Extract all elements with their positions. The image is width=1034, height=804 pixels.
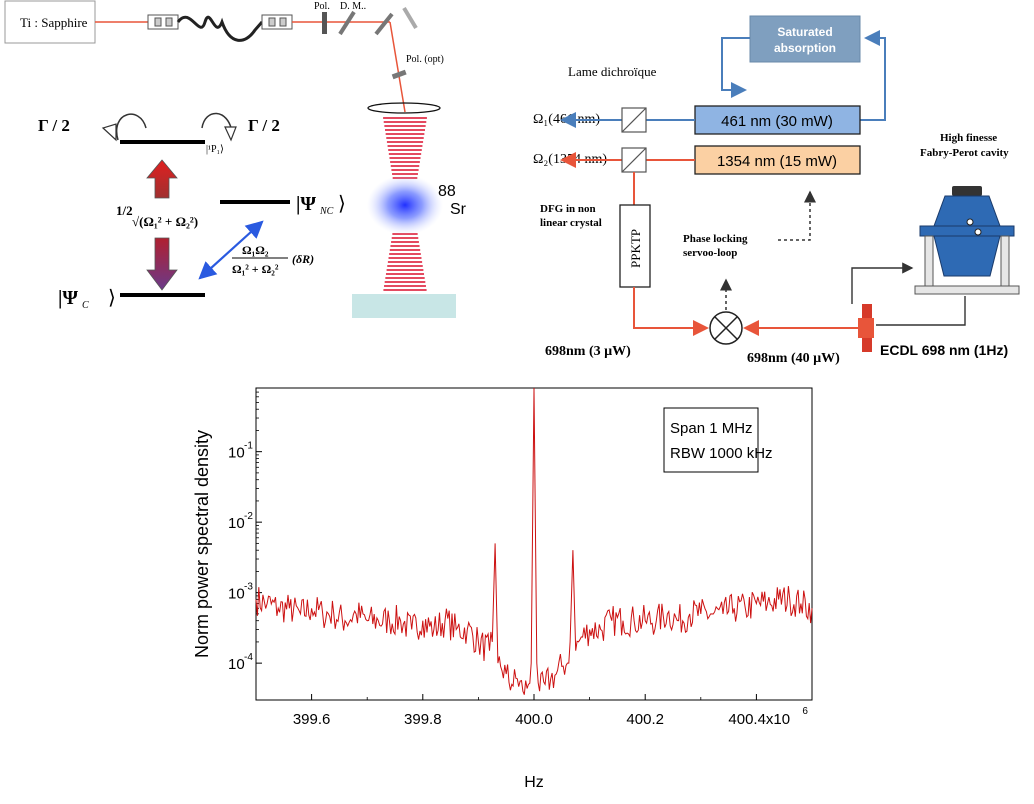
atom-mass: 88 xyxy=(438,183,456,200)
lattice-fringes xyxy=(383,117,427,291)
coupling-num: Ω₁Ω₂ xyxy=(242,243,269,257)
fiber-coupler-in xyxy=(147,14,179,30)
x-tick-label: 400.0 xyxy=(515,711,553,728)
ppktp-crystal xyxy=(619,204,651,288)
x-axis-label: Hz xyxy=(524,774,544,791)
polarizer xyxy=(322,12,327,34)
y-tick-label: 10 xyxy=(228,515,245,532)
y-axis-ticks: 10-410-310-210-1 xyxy=(228,387,262,673)
ecdl-to-cavity xyxy=(851,262,914,304)
x-tick-label: 399.6 xyxy=(293,711,331,728)
phase-line2: servoo-loop xyxy=(683,247,737,259)
dichroic-cube-1-diag xyxy=(621,107,647,133)
saturated-absorption-box xyxy=(749,15,861,63)
fiber-coupler-out xyxy=(261,14,293,30)
servo-to-laser xyxy=(778,190,816,241)
atom-symbol: Sr xyxy=(450,201,467,218)
ti-sapphire-label: Ti : Sapphire xyxy=(20,15,88,30)
decay-arrow-left xyxy=(115,113,147,141)
beam-down xyxy=(389,21,406,113)
x-tick-exponent: 6 xyxy=(802,706,808,717)
dichroic-cube-2-diag xyxy=(621,147,647,173)
dfg-line2: linear crystal xyxy=(540,217,602,229)
sat-abs-line2: absorption xyxy=(774,41,836,55)
blue-loop-right xyxy=(860,30,886,121)
decay-arrow-right-head xyxy=(224,126,237,142)
dm-label: D. M.. xyxy=(340,1,366,12)
p1-state-label: |¹P₁⟩ xyxy=(206,144,224,155)
dichroic-mirror xyxy=(338,10,356,36)
ti-sapphire-box xyxy=(4,0,96,44)
hf-line1: High finesse xyxy=(940,132,997,144)
y-tick-exponent: -2 xyxy=(244,511,253,522)
sr-atom-cloud xyxy=(367,175,443,235)
coupling-arrow xyxy=(198,220,264,280)
optical-lattice: 88 Sr xyxy=(352,102,467,318)
up-transition-arrow xyxy=(146,159,178,199)
y-tick-exponent: -1 xyxy=(244,441,253,452)
x-tick-label: 400.2 xyxy=(626,711,664,728)
psi-c-sub: C xyxy=(82,300,89,311)
pol-opt-label: Pol. (opt) xyxy=(406,54,444,65)
y-tick-exponent: -3 xyxy=(244,582,253,593)
p698-3-label: 698nm (3 µW) xyxy=(545,344,631,359)
psi-nc-sub: NC xyxy=(319,206,334,217)
gamma-left-label: Γ / 2 xyxy=(38,116,70,135)
legend-line2: RBW 1000 kHz xyxy=(670,445,773,462)
laser-461-box xyxy=(694,105,861,135)
rabi-frac: 1/2 xyxy=(116,203,133,218)
coupling-den: Ω₁² + Ω₂² xyxy=(232,262,279,276)
blue-loop-left xyxy=(721,37,750,98)
mixer-cross-2 xyxy=(714,316,738,340)
p698-40-label: 698nm (40 µW) xyxy=(747,351,840,366)
psi-c-ket: ⟩ xyxy=(108,287,116,309)
ecdl-laser-body xyxy=(858,318,874,338)
laser-beamline: Ti : Sapphire Pol. D. M.. Pol. (opt) xyxy=(4,0,444,113)
retro-mirror xyxy=(352,294,456,318)
laser-1354-label: 1354 nm (15 mW) xyxy=(717,153,837,170)
x-axis-ticks: 399.6 399.8 400.0 400.2 400.4x10 6 xyxy=(293,694,808,728)
spectrum-series-line xyxy=(255,387,813,695)
pol-label: Pol. xyxy=(314,1,330,12)
y-tick-label: 10 xyxy=(228,656,245,673)
sat-abs-line1: Saturated xyxy=(777,25,832,39)
y-axis-label: Norm power spectral density xyxy=(192,430,212,658)
beam-698-dfg xyxy=(633,287,709,336)
ecdl-label: ECDL 698 nm (1Hz) xyxy=(880,342,1008,358)
energy-level-diagram: Γ / 2 Γ / 2 |¹P₁⟩ |Ψ NC ⟩ |Ψ C ⟩ 1/2 √(Ω… xyxy=(38,112,346,311)
decay-arrow-right xyxy=(201,112,233,133)
laser-setup: Saturated absorption Lame dichroïque Ω₁(… xyxy=(533,15,1020,366)
phase-line1: Phase locking xyxy=(683,233,748,245)
lame-label: Lame dichroïque xyxy=(568,64,657,79)
psi-nc-label: |Ψ xyxy=(296,193,316,215)
y-tick-label: 10 xyxy=(228,586,245,603)
optical-fiber xyxy=(176,15,264,42)
legend-box xyxy=(663,407,759,473)
mirror-right xyxy=(402,6,418,30)
laser-461-label: 461 nm (30 mW) xyxy=(721,113,833,130)
dfg-line1: DFG in non xyxy=(540,203,596,215)
hf-line2: Fabry-Perot cavity xyxy=(920,147,1009,159)
lens xyxy=(367,102,441,114)
y-tick-exponent: -4 xyxy=(244,652,253,663)
polarizer-opt xyxy=(391,69,407,80)
psi-c-label: |Ψ xyxy=(58,287,78,309)
ppktp-label: PPKTP xyxy=(628,229,643,268)
y-tick-label: 10 xyxy=(228,445,245,462)
gamma-right-label: Γ / 2 xyxy=(248,116,280,135)
down-transition-arrow xyxy=(146,237,178,291)
decay-arrow-left-head xyxy=(101,123,117,142)
rabi-root: √(Ω₁² + Ω₂²) xyxy=(132,214,198,229)
x-tick-label: 400.4x10 xyxy=(728,711,790,728)
fabry-perot-cavity xyxy=(914,186,1020,295)
cavity-feedback xyxy=(876,296,966,326)
legend-line1: Span 1 MHz xyxy=(670,420,753,437)
psi-nc-ket: ⟩ xyxy=(338,193,346,215)
x-tick-label: 399.8 xyxy=(404,711,442,728)
mirror xyxy=(374,12,394,36)
coupling-delta: (δR) xyxy=(292,252,314,266)
